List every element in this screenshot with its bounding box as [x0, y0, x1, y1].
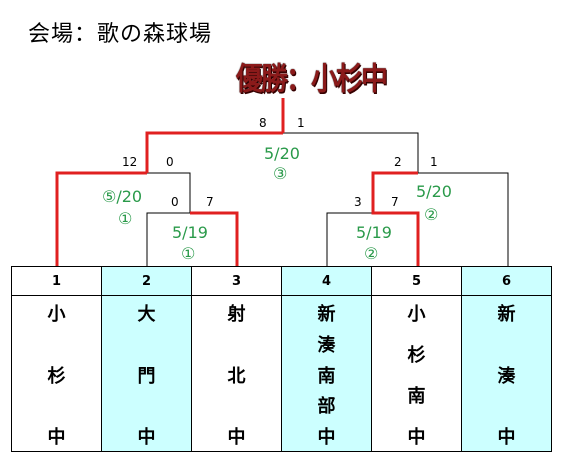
team-name-cell: 小杉中: [11, 295, 102, 452]
team-name-char: 新: [317, 304, 336, 325]
team-number: 2: [101, 266, 192, 296]
bracket-lines: [55, 98, 509, 266]
m1-date: 5/19: [172, 223, 208, 242]
win-line-team5: [371, 171, 420, 266]
final-game-number: ③: [273, 164, 288, 183]
team-number: 1: [11, 266, 102, 296]
score-final-left: 8: [259, 116, 267, 130]
win-line-team1: [55, 171, 147, 266]
team-name-char: 北: [227, 365, 246, 387]
team-name-char: 湊: [497, 365, 516, 387]
team-name-cell: 新湊中: [461, 295, 552, 452]
team-name-cell: 射北中: [191, 295, 282, 452]
sf1-date: ⑤/20: [102, 187, 143, 206]
team-name-char: 中: [137, 427, 156, 448]
line-final-right: [283, 132, 419, 173]
score-final-right: 1: [297, 116, 305, 130]
team-name-char: 南: [317, 365, 336, 387]
score-m2-right: 7: [391, 195, 399, 209]
team-number: 3: [191, 266, 282, 296]
line-team4: [326, 212, 373, 266]
score-sf1-right: 0: [166, 155, 174, 169]
team-name-char: 中: [407, 427, 426, 448]
m1-game-number: ①: [181, 244, 196, 263]
team-name-char: 中: [227, 427, 246, 448]
sf2-date: 5/20: [416, 182, 452, 201]
score-m1-left: 0: [171, 195, 179, 209]
score-sf2-left: 2: [394, 155, 402, 169]
winner-title: 優勝：小杉中: [236, 62, 388, 98]
team-number: 4: [281, 266, 372, 296]
sf1-game-number: ①: [118, 209, 133, 228]
win-line-team3: [190, 211, 239, 266]
sf2-game-number: ②: [424, 205, 439, 224]
team-name-char: 湊: [317, 334, 336, 356]
team-name-char: 門: [137, 365, 156, 387]
win-line-sf1: [145, 131, 283, 173]
line-sf1-right: [147, 172, 191, 213]
team-name-char: 杉: [407, 345, 426, 366]
m2-date: 5/19: [356, 223, 392, 242]
score-m1-right: 7: [206, 195, 214, 209]
score-sf1-left: 12: [122, 155, 138, 169]
team-number-row: 1 2 3 4 5 6: [11, 266, 552, 296]
score-m2-left: 3: [354, 195, 362, 209]
venue-title: 会場：歌の森球場: [28, 22, 213, 47]
team-name-cell: 新湊南部中: [281, 295, 372, 452]
team-name-cell: 小杉南中: [371, 295, 462, 452]
team-name-char: 中: [317, 427, 336, 448]
team-number: 5: [371, 266, 462, 296]
team-table: 1 2 3 4 5 6 小杉中 大門中 射北中 新湊南部中 小杉南中 新湊中: [11, 266, 552, 452]
team-name-row: 小杉中 大門中 射北中 新湊南部中 小杉南中 新湊中: [11, 295, 552, 452]
team-name-char: 大: [137, 304, 156, 325]
team-name-char: 小: [407, 304, 426, 325]
team-name-char: 南: [407, 386, 426, 407]
score-sf2-right: 1: [430, 155, 438, 169]
team-name-char: 杉: [47, 365, 66, 387]
team-name-cell: 大門中: [101, 295, 192, 452]
line-team6: [418, 172, 509, 266]
line-team2: [146, 212, 190, 266]
team-name-char: 部: [317, 396, 336, 418]
m2-game-number: ②: [364, 244, 379, 263]
team-name-char: 小: [47, 304, 66, 325]
team-name-char: 射: [227, 304, 246, 325]
team-number: 6: [461, 266, 552, 296]
team-name-char: 新: [497, 304, 516, 325]
team-name-char: 中: [497, 427, 516, 448]
team-name-char: 中: [47, 427, 66, 448]
final-date: 5/20: [264, 144, 300, 163]
